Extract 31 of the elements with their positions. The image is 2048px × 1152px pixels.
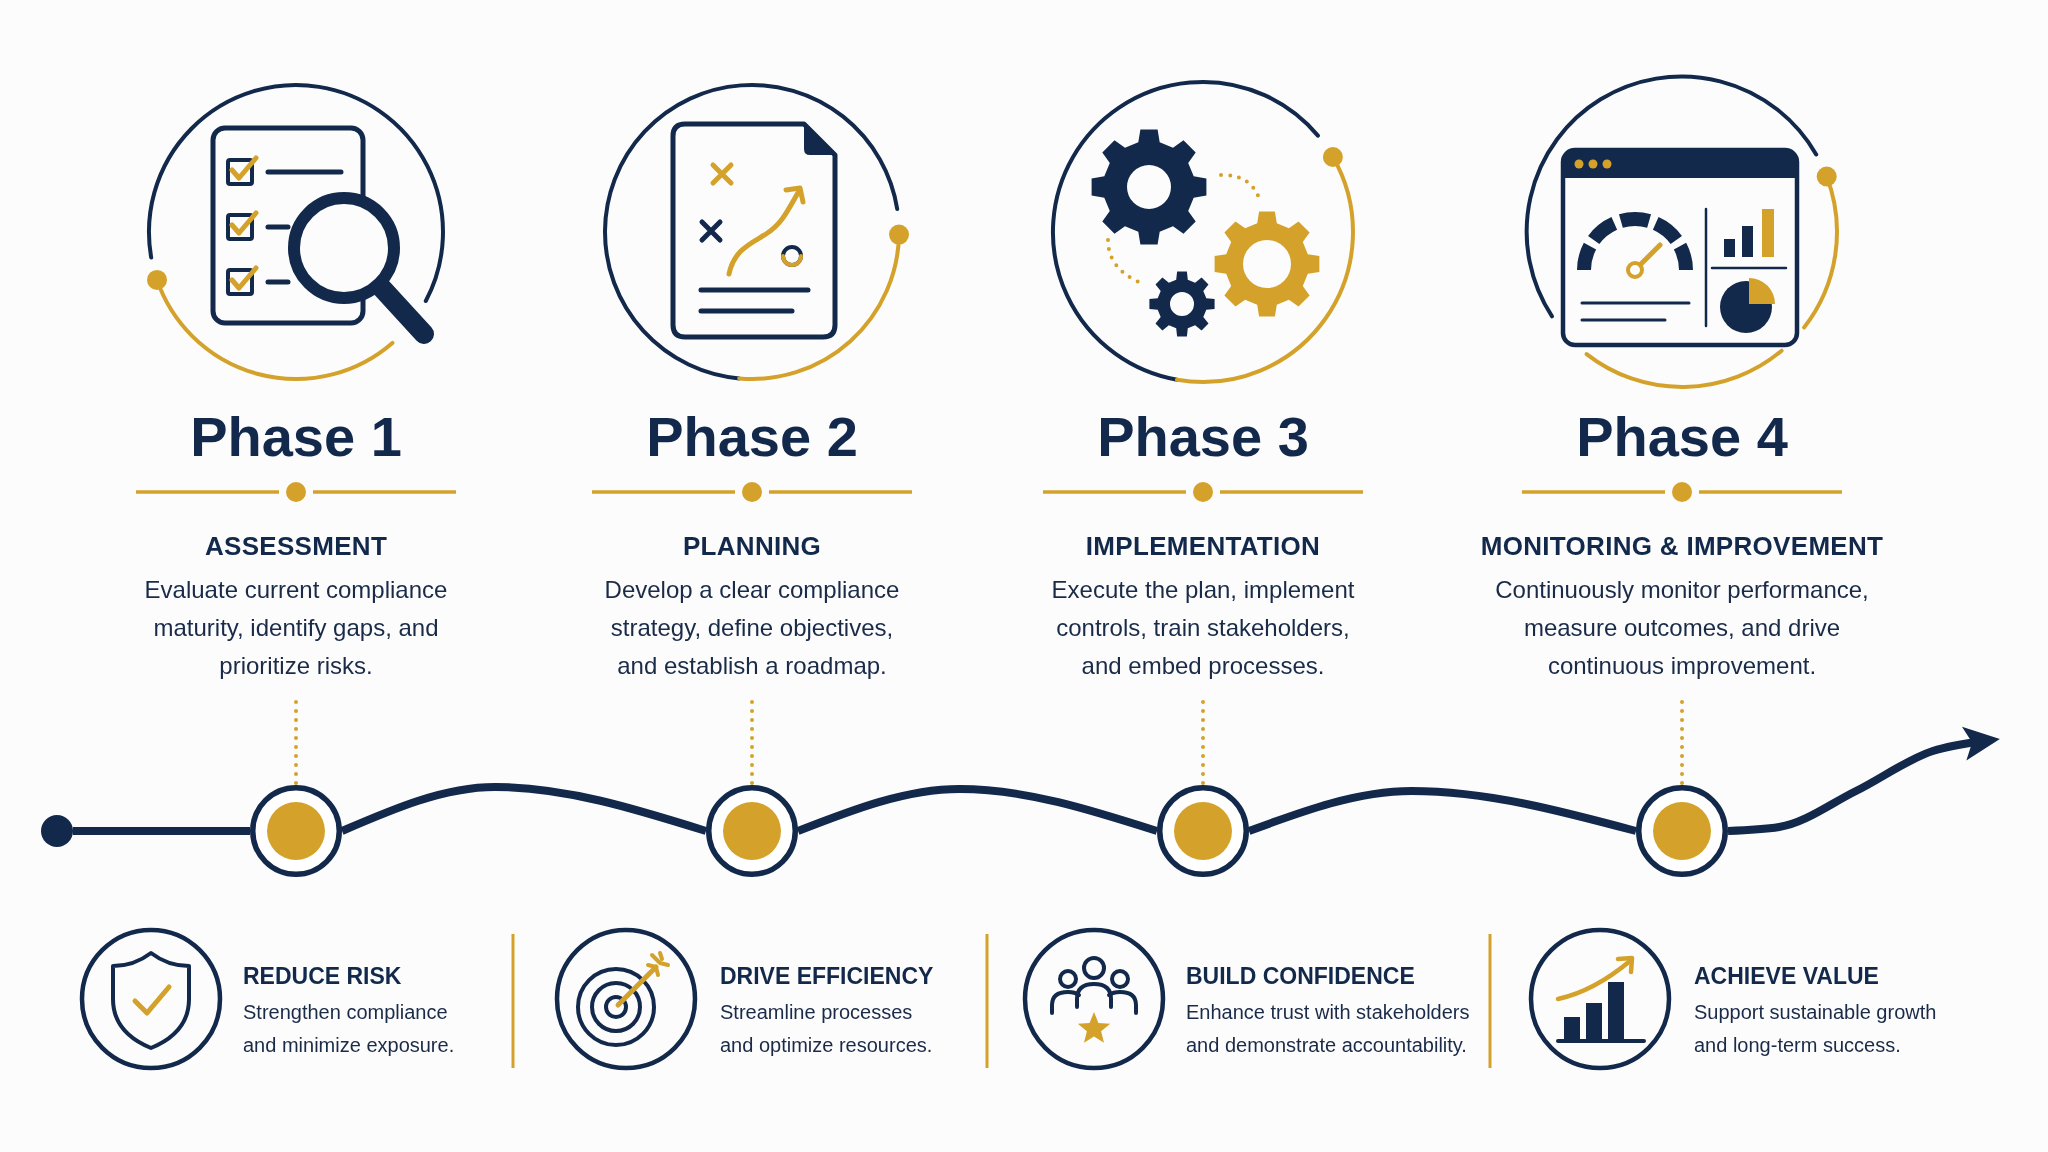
benefit-description: Support sustainable growth and long-term success. [1694,1000,1938,1058]
phase-title: PLANNING [681,530,823,562]
timeline-line [340,783,708,835]
dotted-line [1680,700,1684,787]
benefit-title: BUILD CONFIDENCE [1186,962,1415,991]
benefit-title: REDUCE RISK [243,962,402,991]
phase-heading: Phase 4 [1575,404,1789,470]
milestone-circle [706,785,798,877]
benefit-description: Enhance trust with stakeholders and demonstrate accountability. [1186,1000,1471,1058]
benefit-title: ACHIEVE VALUE [1694,962,1879,991]
phase-heading: Phase 1 [189,404,403,470]
start-dot [41,815,73,847]
milestone-circle [250,785,342,877]
phase-title: IMPLEMENTATION [1084,530,1322,562]
dotted-line [1201,700,1205,787]
phase-description: Develop a clear compliance strategy, define objectives, and establish a roadmap. [603,575,901,681]
phase-description: Execute the plan, implement controls, train stakeholders, and embed processes. [1050,575,1356,681]
phase-heading: Phase 3 [1096,404,1310,470]
phase-description: Evaluate current compliance maturity, identify gaps, and prioritize risks. [143,575,449,681]
milestone-circle [1636,785,1728,877]
benefit-description: Strengthen compliance and minimize exposure. [243,1000,456,1058]
phase-description: Continuously monitor performance, measure outcomes, and drive continuous improvement. [1494,575,1870,681]
phase-title: MONITORING & IMPROVEMENT [1479,530,1885,562]
benefit-description: Streamline processes and optimize resources. [720,1000,934,1058]
milestone-circle [1157,785,1249,877]
phase-title: ASSESSMENT [203,530,389,562]
timeline-arrow [1727,726,2000,835]
dotted-line [294,700,298,787]
dotted-line [750,700,754,787]
phase-heading: Phase 2 [645,404,859,470]
benefit-title: DRIVE EFFICIENCY [720,962,934,991]
